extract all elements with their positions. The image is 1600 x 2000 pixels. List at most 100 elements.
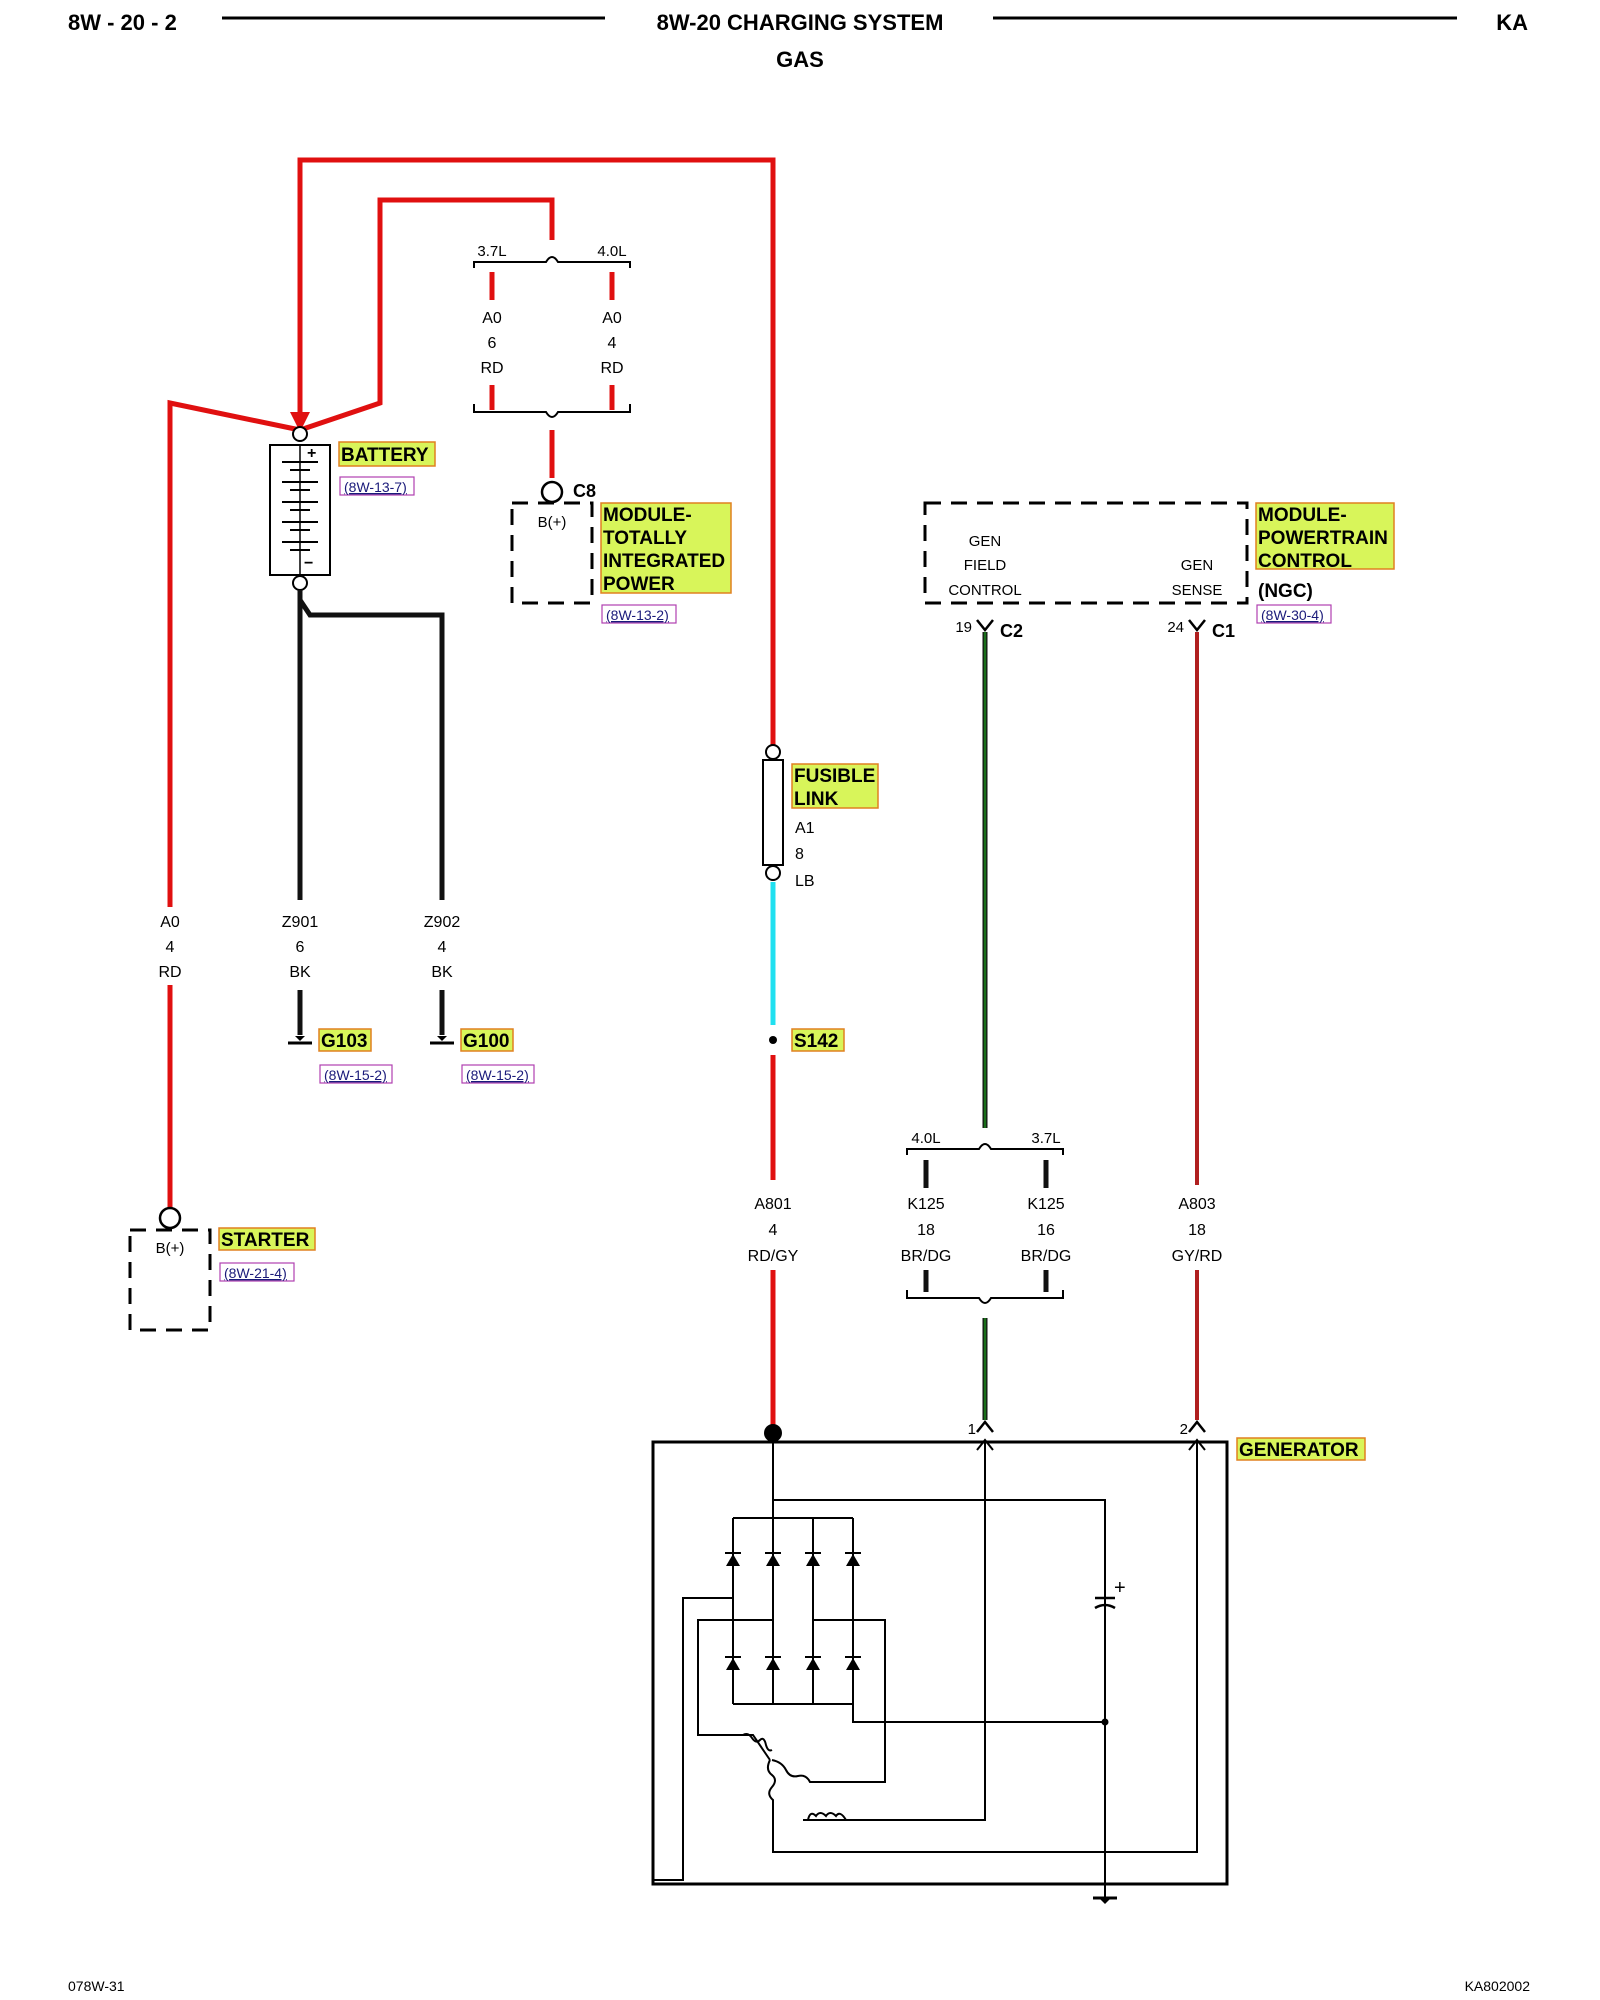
a803-circuit: A803	[1178, 1196, 1215, 1213]
tipm-label-highlight	[600, 502, 732, 594]
z902-circuit: Z902	[424, 914, 461, 931]
pcm-left-function-2: FIELD	[964, 557, 1007, 574]
starter-terminal	[158, 1206, 182, 1230]
pcm-module: GEN FIELD CONTROL GEN SENSE MODULE- POWE…	[923, 501, 1395, 641]
generator-output-terminal	[764, 1424, 782, 1442]
battery: + − BATTERY (8W-13-7)	[269, 426, 436, 591]
footer-left-code: 078W-31	[68, 1978, 125, 1994]
starter-feed-circuit: A0	[160, 914, 180, 931]
top-left-color: RD	[480, 360, 503, 377]
battery-positive-terminal	[292, 426, 308, 442]
fusible-link-gauge: 8	[795, 846, 804, 863]
diode-bars	[725, 1552, 861, 1658]
top-engine-branch: 3.7L 4.0L A0 6 RD A0 4 RD	[473, 243, 631, 478]
g100-highlight	[460, 1028, 514, 1052]
ground-arrow-icon	[295, 1036, 305, 1041]
fusible-link-label-line-2: LINK	[794, 789, 839, 810]
tipm-ref-link[interactable]: (8W-13-2)	[606, 607, 669, 623]
tipm-label-line-3: INTEGRATED	[603, 551, 725, 572]
tipm-pin: B(+)	[538, 514, 567, 531]
z902-color: BK	[431, 964, 453, 981]
starter-feed-labels: A0 4 RD	[158, 907, 182, 985]
g103-ref-link[interactable]: (8W-15-2)	[324, 1067, 387, 1083]
g100-ref-link[interactable]: (8W-15-2)	[466, 1067, 529, 1083]
pcm-pin-19: 19	[955, 619, 972, 636]
starter-ref-link[interactable]: (8W-21-4)	[224, 1265, 287, 1281]
vehicle-code: KA	[1496, 10, 1528, 35]
generator-housing	[651, 1440, 1229, 1886]
generator-pin-2-inner-icon	[1188, 1438, 1206, 1451]
generator-junction-dot	[1101, 1718, 1109, 1726]
battery-plus-symbol: +	[307, 445, 316, 462]
diode-icon	[846, 1658, 860, 1670]
starter-label-mask	[160, 907, 180, 985]
generator-label: GENERATOR	[1239, 1440, 1359, 1461]
fusible-link-bottom-terminal	[765, 865, 781, 881]
s142-highlight	[791, 1028, 845, 1052]
field-left-color: BR/DG	[901, 1248, 952, 1265]
pcm-body	[923, 501, 1249, 605]
pcm-label-highlight	[1255, 502, 1395, 570]
field-branch-bracket-lower	[906, 1290, 1064, 1304]
fusible-link-top-terminal	[765, 744, 781, 760]
pcm-right-function-1: GEN	[1181, 557, 1214, 574]
battery-label: BATTERY	[341, 445, 429, 466]
field-right-circuit: K125	[1027, 1196, 1064, 1213]
capacitor: +	[1094, 1577, 1126, 1610]
starter-feed-gauge: 4	[166, 939, 175, 956]
tipm-terminal	[540, 480, 564, 504]
pcm-c2-connector: C2	[1000, 621, 1023, 641]
sense-wire: A803 18 GY/RD	[1172, 632, 1223, 1420]
pcm-ref-box	[1256, 604, 1332, 624]
fusible-link: FUSIBLE LINK A1 8 LB	[762, 744, 879, 1025]
top-left-gauge: 6	[488, 335, 497, 352]
g100-label: G100	[463, 1031, 509, 1052]
fusible-link-circuit: A1	[795, 820, 815, 837]
top-right-circuit: A0	[602, 310, 622, 327]
battery-cells	[282, 461, 318, 551]
tipm-label-line-4: POWER	[603, 574, 675, 595]
battery-ref-link[interactable]: (8W-13-7)	[344, 479, 407, 495]
top-branch-bracket-lower	[473, 404, 631, 418]
generator-pin-2-icon	[1188, 1419, 1206, 1433]
a803-gauge: 18	[1188, 1222, 1206, 1239]
fusible-link-color: LB	[795, 873, 815, 890]
top-right-gauge: 4	[608, 335, 617, 352]
pcm-label-line-3: CONTROL	[1258, 551, 1352, 572]
starter: B(+) STARTER (8W-21-4)	[128, 1206, 316, 1332]
top-left-circuit: A0	[482, 310, 502, 327]
top-branch-right-option: 4.0L	[597, 243, 626, 260]
a801-gauge: 4	[769, 1222, 778, 1239]
generator-pin-1: 1	[968, 1421, 976, 1438]
starter-pin: B(+)	[156, 1240, 185, 1257]
pcm-ref-link[interactable]: (8W-30-4)	[1261, 607, 1324, 623]
battery-feed-wires	[167, 157, 776, 1210]
starter-feed-color: RD	[158, 964, 181, 981]
ground-wires	[297, 590, 445, 1035]
starter-body	[128, 1228, 212, 1332]
diode-icon	[846, 1554, 860, 1566]
ground-wire-labels: Z901 6 BK Z902 4 BK	[282, 914, 461, 981]
pcm-c1-connector: C1	[1212, 621, 1235, 641]
field-right-color: BR/DG	[1021, 1248, 1072, 1265]
capacitor-curved-plate-icon	[1094, 1603, 1116, 1610]
a801-color: RD/GY	[748, 1248, 799, 1265]
generator-pin-1-icon	[976, 1419, 994, 1433]
diode-icon	[726, 1554, 740, 1566]
diode-icon	[766, 1658, 780, 1670]
field-branch-right-option: 3.7L	[1031, 1130, 1060, 1147]
pcm-pin-24: 24	[1167, 619, 1184, 636]
g103-label: G103	[321, 1031, 367, 1052]
field-control-wire: 4.0L 3.7L K125 18 BR/DG K125 16 BR/DG	[901, 632, 1072, 1420]
a803-color: GY/RD	[1172, 1248, 1223, 1265]
battery-feed-arrow	[290, 412, 310, 432]
z901-circuit: Z901	[282, 914, 319, 931]
page-title: 8W-20 CHARGING SYSTEM	[657, 10, 944, 35]
a801-circuit: A801	[754, 1196, 791, 1213]
pcm-label-line-2: POWERTRAIN	[1258, 528, 1388, 549]
fusible-link-label-line-1: FUSIBLE	[794, 766, 875, 787]
diode-icon	[766, 1554, 780, 1566]
pcm-left-function-3: CONTROL	[948, 582, 1021, 599]
starter-ref-box	[219, 1262, 295, 1282]
